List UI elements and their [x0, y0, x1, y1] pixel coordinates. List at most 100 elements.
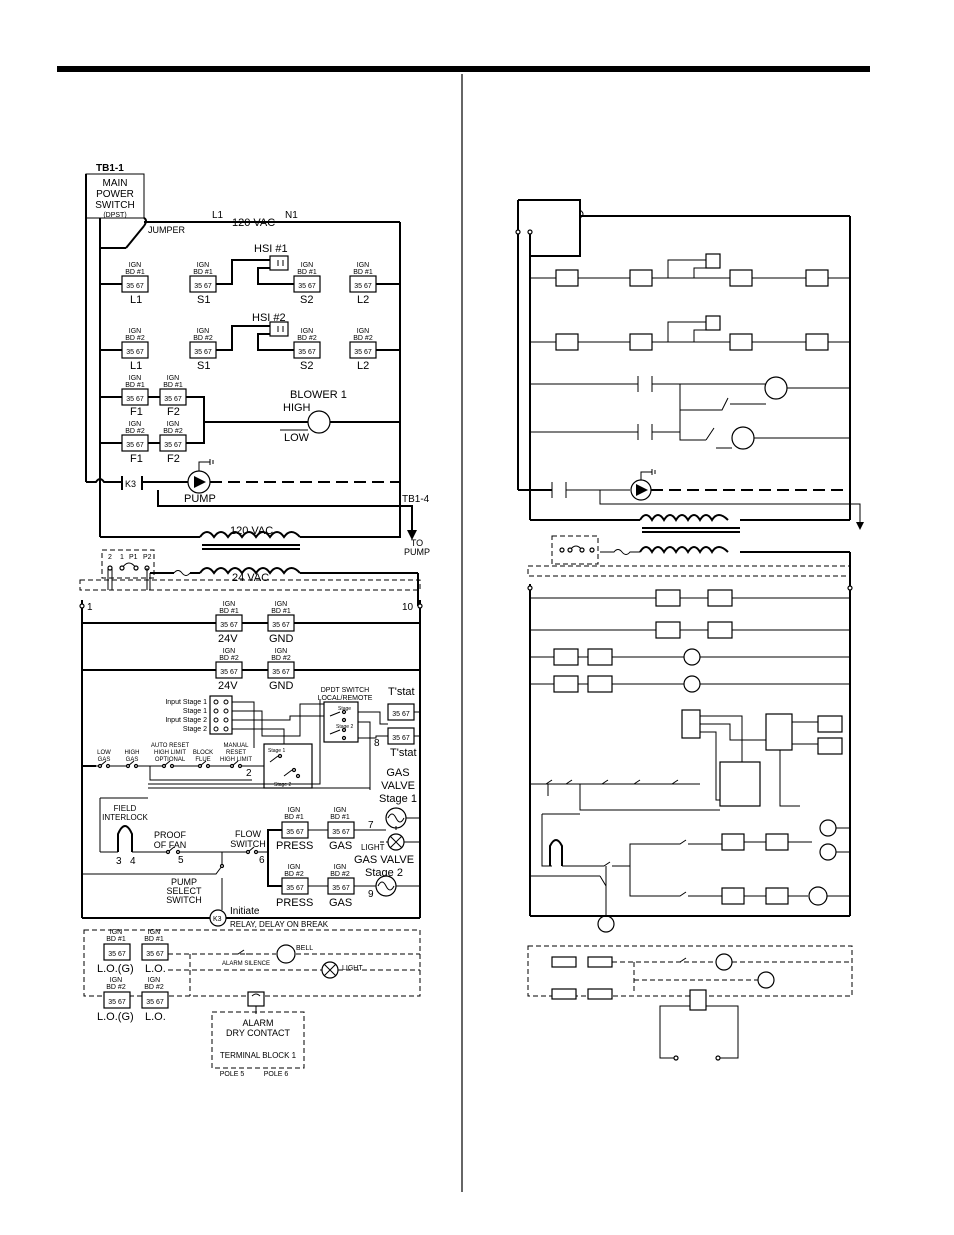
ign-bd2-24v-pins: 35 67	[220, 669, 238, 676]
num-3-label: 3	[116, 856, 122, 867]
high-label: HIGH	[283, 402, 311, 414]
k3-contact	[122, 476, 142, 490]
right-block-r1c1	[555, 269, 579, 287]
tstat-label: T'stat	[388, 686, 415, 698]
ign-bd2-s2-pins: 35 67	[298, 349, 316, 356]
24v-label-2: 24V	[218, 680, 238, 692]
pole-6-label: POLE 6	[264, 1071, 289, 1078]
pole-5-label: POLE 5	[220, 1071, 245, 1078]
ign-bd1-f2-terminal	[159, 388, 187, 406]
right-block-r1c4	[805, 269, 829, 287]
pump-label: PUMP	[184, 493, 216, 505]
s2-label: S2	[300, 294, 313, 306]
ign-bd2-gnd-terminal	[267, 661, 295, 679]
ign-bd2-l1-cap2: BD #2	[125, 335, 145, 342]
right-hsi1	[705, 253, 721, 269]
vac-120-top-label: 120 VAC	[232, 217, 275, 229]
ign-bd2-s2-cap2: BD #2	[297, 335, 317, 342]
num-5-label: 5	[178, 855, 184, 866]
ign-bd1-f2-cap: IGN	[167, 375, 179, 382]
ign-bd1-l1-terminal	[121, 275, 149, 293]
to-pump-line2: PUMP	[404, 547, 430, 557]
right-input-terminal	[681, 709, 701, 739]
ign-bd1-l2-cap: IGN	[357, 262, 369, 269]
flow-switch-2: SWITCH	[230, 839, 266, 849]
ign-bd1-gnd-pins: 35 67	[272, 622, 290, 629]
blower1-label: BLOWER 1	[290, 389, 347, 401]
hsi1-label: HSI #1	[254, 243, 288, 255]
ign-bd1-f1-pins: 35 67	[126, 396, 144, 403]
k3-label: K3	[125, 479, 136, 489]
ign-bd2-gnd-cap2: BD #2	[271, 655, 291, 662]
light-label-2: LIGHT	[342, 965, 363, 972]
jumper-label: JUMPER	[148, 225, 186, 235]
f1-label-2: F1	[130, 453, 143, 465]
press-ign-bd1-cap: IGN	[288, 807, 300, 814]
l2-label-2: L2	[357, 360, 369, 372]
high-gas-label-1: HIGH	[125, 750, 140, 756]
right-light-2	[757, 971, 775, 989]
lo-ign-bd2-pins: 35 67	[146, 999, 164, 1006]
press-ign-bd2-cap: IGN	[288, 864, 300, 871]
stage-selector-stage2: Stage 2	[274, 782, 291, 788]
right-alarm-block-2	[587, 956, 613, 968]
f2-label-2: F2	[167, 453, 180, 465]
light-label: LIGHT	[361, 843, 385, 852]
ign-bd2-l1-pins: 35 67	[126, 349, 144, 356]
stage-selector-stage1: Stage 1	[268, 748, 285, 754]
num-7-label: 7	[368, 820, 374, 831]
right-k3-coil	[597, 915, 615, 933]
tb1-4-label: TB1-4	[402, 494, 430, 505]
auto-reset-label-2: HIGH LIMIT	[154, 750, 186, 756]
terminal-1-label: 1	[87, 602, 93, 613]
num-2-label: 2	[246, 768, 252, 779]
right-dpdt-switch	[765, 713, 793, 751]
low-gas-label-2: GAS	[98, 757, 111, 763]
lo-g-ign-bd1-pins: 35 67	[108, 951, 126, 958]
ign-bd2-s2-cap: IGN	[301, 328, 313, 335]
right-block-r2c4	[805, 333, 829, 351]
ign-bd1-s1-pins: 35 67	[194, 283, 212, 290]
terminal-block-label: TERMINAL BLOCK 1	[220, 1051, 297, 1060]
tstat-pins-1: 35 67	[392, 711, 410, 718]
right-stage-selector	[719, 761, 761, 807]
field-interlock-1: FIELD	[114, 804, 137, 813]
ign-bd2-l2-cap2: BD #2	[353, 335, 373, 342]
ign-bd2-24v-cap: IGN	[223, 648, 235, 655]
right-tstat-1	[817, 715, 843, 733]
l1-top-label: L1	[212, 210, 224, 221]
ign-bd1-f1-cap: IGN	[129, 375, 141, 382]
pump-select-3: SWITCH	[166, 895, 202, 905]
ign-bd2-gnd-pins: 35 67	[272, 669, 290, 676]
tstat-label-2: T'stat	[390, 747, 417, 759]
stage1-label: Stage 1	[183, 708, 207, 715]
dpdt-stage-label: Stage	[338, 706, 351, 712]
press-label-1: PRESS	[276, 840, 313, 852]
manual-reset-label-2: RESET	[226, 750, 246, 756]
right-circle-r8	[683, 675, 701, 693]
main-switch-line1: MAIN	[103, 178, 128, 189]
initiate-label: Initiate	[230, 906, 260, 917]
bell-icon	[276, 944, 296, 964]
gas-valve-stage2-2: Stage 2	[365, 867, 403, 879]
gas-ign-bd2-pins: 35 67	[332, 885, 350, 892]
n2-label: 2	[108, 554, 112, 561]
dpdt-switch	[323, 701, 359, 743]
right-alarm-block-4	[587, 988, 613, 1000]
gas-label-1: GAS	[329, 840, 352, 852]
input-stage1-label: Input Stage 1	[165, 699, 207, 706]
left-diagram: TB1-1 MAIN POWER SWITCH (DPST) JUMPER L1…	[79, 163, 430, 1078]
lo-g-ign-bd2-terminal	[103, 991, 131, 1009]
gas-valve-stage2-1: GAS VALVE	[354, 854, 414, 866]
ign-bd2-l2-cap: IGN	[357, 328, 369, 335]
low-gas-label-1: LOW	[97, 750, 111, 756]
stage2-label: Stage 2	[183, 726, 207, 733]
blower1-motor	[307, 410, 331, 434]
right-hsi2	[705, 315, 721, 331]
hsi1-igniter	[269, 255, 289, 271]
right-press-2	[721, 887, 745, 905]
lo-g-label-1: L.O.(G)	[97, 963, 134, 975]
lo-g-label-2: L.O.(G)	[97, 1011, 134, 1023]
n1-top-label: N1	[285, 210, 298, 221]
right-light-1	[819, 843, 837, 861]
